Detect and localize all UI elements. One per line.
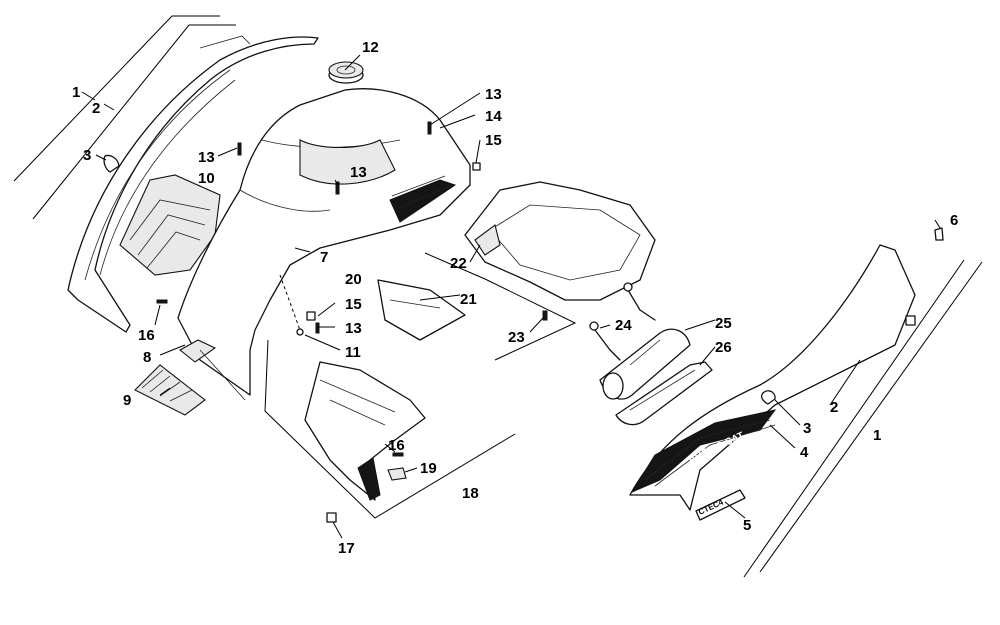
callout-13-b: 13: [485, 86, 502, 103]
callout-9: 9: [123, 392, 131, 409]
storage-tub-part: [464, 181, 656, 321]
callout-25: 25: [715, 315, 732, 332]
callout-16-a: 16: [138, 327, 155, 344]
grille-mesh-part: [134, 364, 206, 416]
callout-7: 7: [320, 249, 328, 266]
nose-bracket-part: [264, 339, 516, 519]
leader-lines: [81, 54, 941, 539]
callout-16-b: 16: [388, 437, 405, 454]
callout-17: 17: [338, 540, 355, 557]
callout-6: 6: [950, 212, 958, 229]
callout-24: 24: [615, 317, 632, 334]
callout-18: 18: [462, 485, 479, 502]
callout-10: 10: [198, 170, 215, 187]
callout-2-right: 2: [830, 399, 838, 416]
callout-15-a: 15: [485, 132, 502, 149]
callout-14: 14: [485, 108, 502, 125]
callout-13-a: 13: [198, 149, 215, 166]
tool-pouch-part: [599, 328, 713, 426]
callout-11: 11: [345, 344, 361, 361]
callout-labels: 1 2 3 10 12 13 13 14 15 13 7 20 15 13 11…: [72, 39, 958, 557]
callout-4: 4: [800, 444, 809, 461]
callout-3-left: 3: [83, 147, 91, 164]
callout-1-left: 1: [72, 84, 80, 101]
callout-21: 21: [460, 291, 477, 308]
right-side-panel-part: ARCTIC CAT CTEC4: [629, 227, 983, 578]
callout-13-c: 13: [350, 164, 367, 181]
callout-2-left: 2: [92, 100, 100, 117]
strap-clamp-part: [589, 282, 656, 361]
callout-19: 19: [420, 460, 437, 477]
callout-3-right: 3: [803, 420, 811, 437]
callout-5: 5: [743, 517, 751, 534]
callout-26: 26: [715, 339, 732, 356]
vent-tray-part: [119, 174, 221, 276]
callout-12: 12: [362, 39, 379, 56]
hood-nose-part: [177, 88, 471, 401]
callout-22: 22: [450, 255, 467, 272]
grommet-icon: [328, 61, 364, 84]
windshield-panel-part: [377, 252, 577, 361]
callout-15-b: 15: [345, 296, 362, 313]
callout-23: 23: [508, 329, 525, 346]
left-side-panel-part: [13, 15, 319, 333]
callout-8: 8: [143, 349, 151, 366]
callout-13-d: 13: [345, 320, 362, 337]
callout-1-right: 1: [873, 427, 881, 444]
callout-20: 20: [345, 271, 362, 288]
